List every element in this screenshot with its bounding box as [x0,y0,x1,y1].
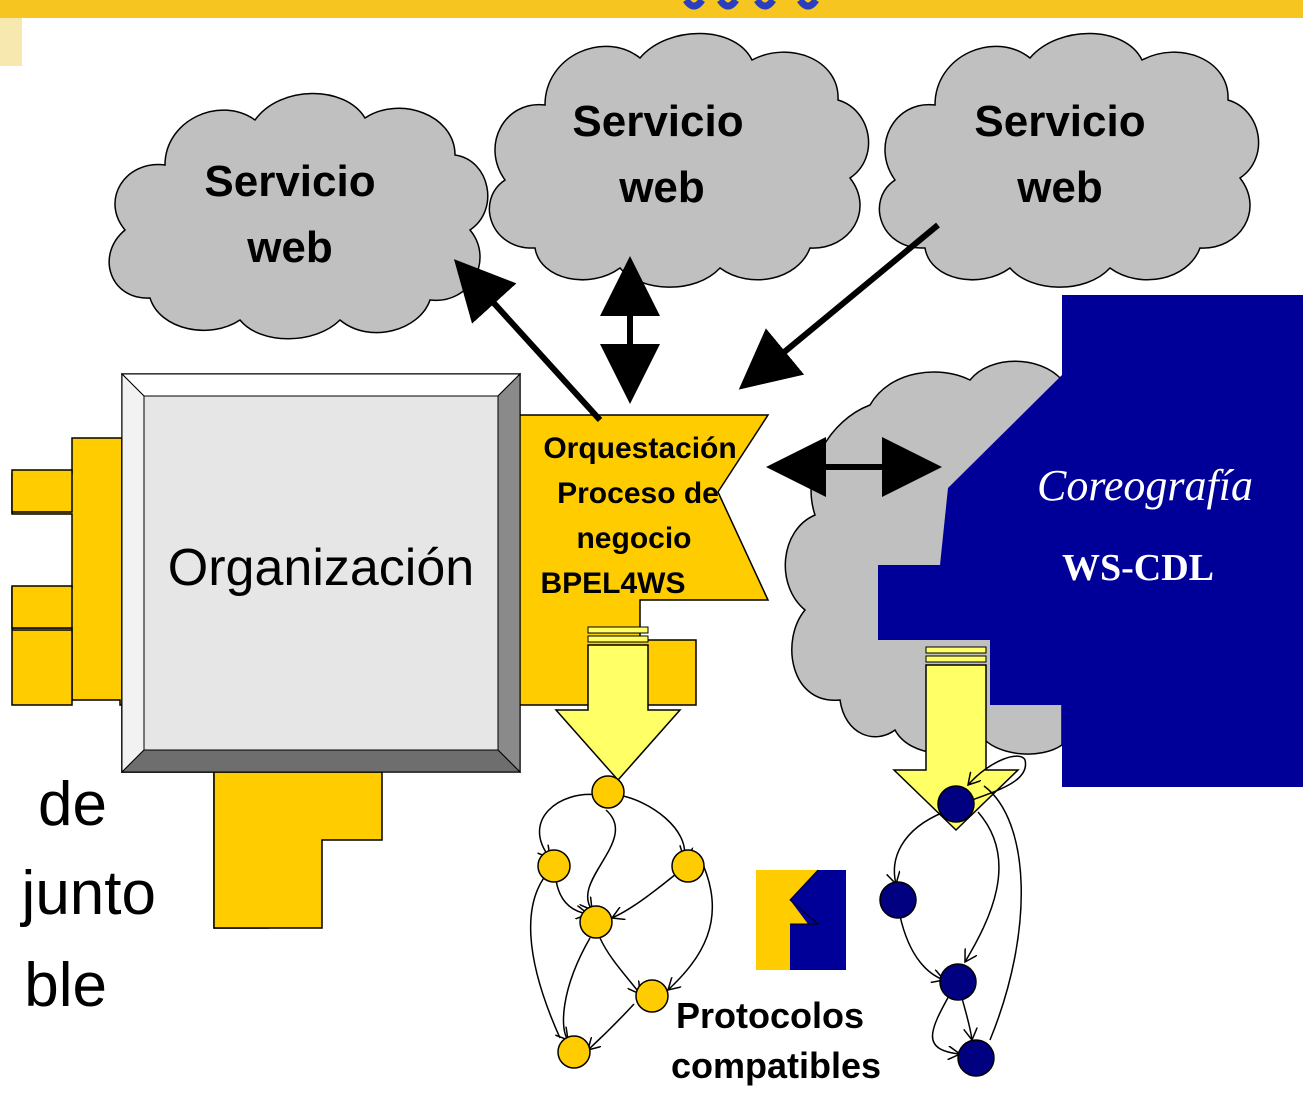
navy-node [879,881,917,919]
orchestration-line3: negocio [576,522,691,555]
gold-protocol-nodes [537,775,705,1069]
cloud-1-line1: Servicio [204,157,375,206]
title-banner [0,0,1303,18]
organization-bottom-tab [213,771,383,929]
organization-box [120,372,522,774]
orchestration-down-arrow [554,626,682,782]
cloud-3-line1: Servicio [974,97,1145,146]
navy-protocol-nodes [879,785,995,1077]
navy-node [937,785,975,823]
choreography-puzzle-piece [878,295,1303,787]
protocols-line1: Protocolos [676,995,864,1036]
cloud-2-line2: web [618,163,705,212]
gold-node [537,849,571,883]
protocol-puzzle-icon [756,869,846,970]
navy-node [957,1039,995,1077]
cloud-2-line1: Servicio [572,97,743,146]
orchestration-line2: Proceso de [557,477,719,510]
organization-label: Organización [168,539,474,597]
gold-node [591,775,625,809]
web-service-cloud-3: Servicio web [878,32,1260,288]
orchestration-line4: BPEL4WS [540,567,685,600]
arrow-orchestration-to-service-1 [453,259,603,423]
banner-side-box [0,18,22,66]
banner-title-remnant [683,0,819,10]
arrow-service-3-to-orchestration [738,222,940,390]
orchestration-line1: Orquestación [543,432,736,465]
gold-node [635,979,669,1013]
organization-left-tab [11,469,73,706]
choreography-subtitle: WS-CDL [1062,547,1214,589]
cloud-1-line2: web [246,223,333,272]
left-text-fragment-3: ble [24,951,107,1020]
gold-node [671,849,705,883]
gold-node [557,1035,591,1069]
protocols-line2: compatibles [671,1045,881,1086]
gold-protocol-edges [529,793,714,1050]
choreography-title: Coreografía [1037,461,1253,510]
left-text-fragment-2: junto [20,859,156,928]
gold-node [579,905,613,939]
navy-node [939,963,977,1001]
navy-protocol-edges [894,755,1027,1054]
web-service-cloud-2: Servicio web [488,32,870,288]
web-service-cloud-1: Servicio web [108,92,489,340]
cloud-3-line2: web [1016,163,1103,212]
left-text-fragment-1: de [38,770,107,839]
